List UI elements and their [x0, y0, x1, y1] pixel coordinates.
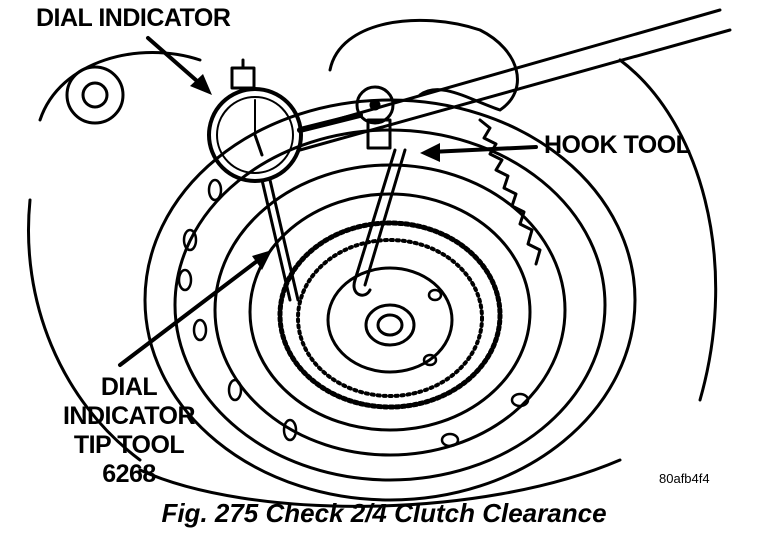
tip-tool-label: DIAL INDICATOR TIP TOOL 6268 [54, 373, 204, 489]
tip-tool-label-line3: TIP TOOL [73, 431, 185, 459]
transmission-case [27, 51, 718, 508]
technician-hand [328, 18, 519, 112]
hook-tool [352, 148, 407, 297]
tip-tool-label-line4: 6268 [102, 460, 156, 488]
figure-code: 80afb4f4 [659, 471, 710, 486]
dial-indicator-label: DIAL INDICATOR [36, 4, 231, 32]
tip-tool-label-line1: DIAL [100, 373, 158, 401]
support-bar [298, 8, 732, 152]
hook-tool-mount [355, 85, 395, 150]
snap-ring-teeth [478, 118, 542, 266]
leader-arrows [118, 36, 538, 367]
hook-tool-label: HOOK TOOL [544, 131, 691, 159]
arrow-heads [190, 74, 440, 270]
figure-caption: Fig. 275 Check 2/4 Clutch Clearance [161, 498, 607, 528]
housing-bolt-holes [177, 178, 530, 448]
tip-tool-rod [260, 178, 300, 302]
tip-tool-label-line2: INDICATOR [62, 402, 196, 430]
